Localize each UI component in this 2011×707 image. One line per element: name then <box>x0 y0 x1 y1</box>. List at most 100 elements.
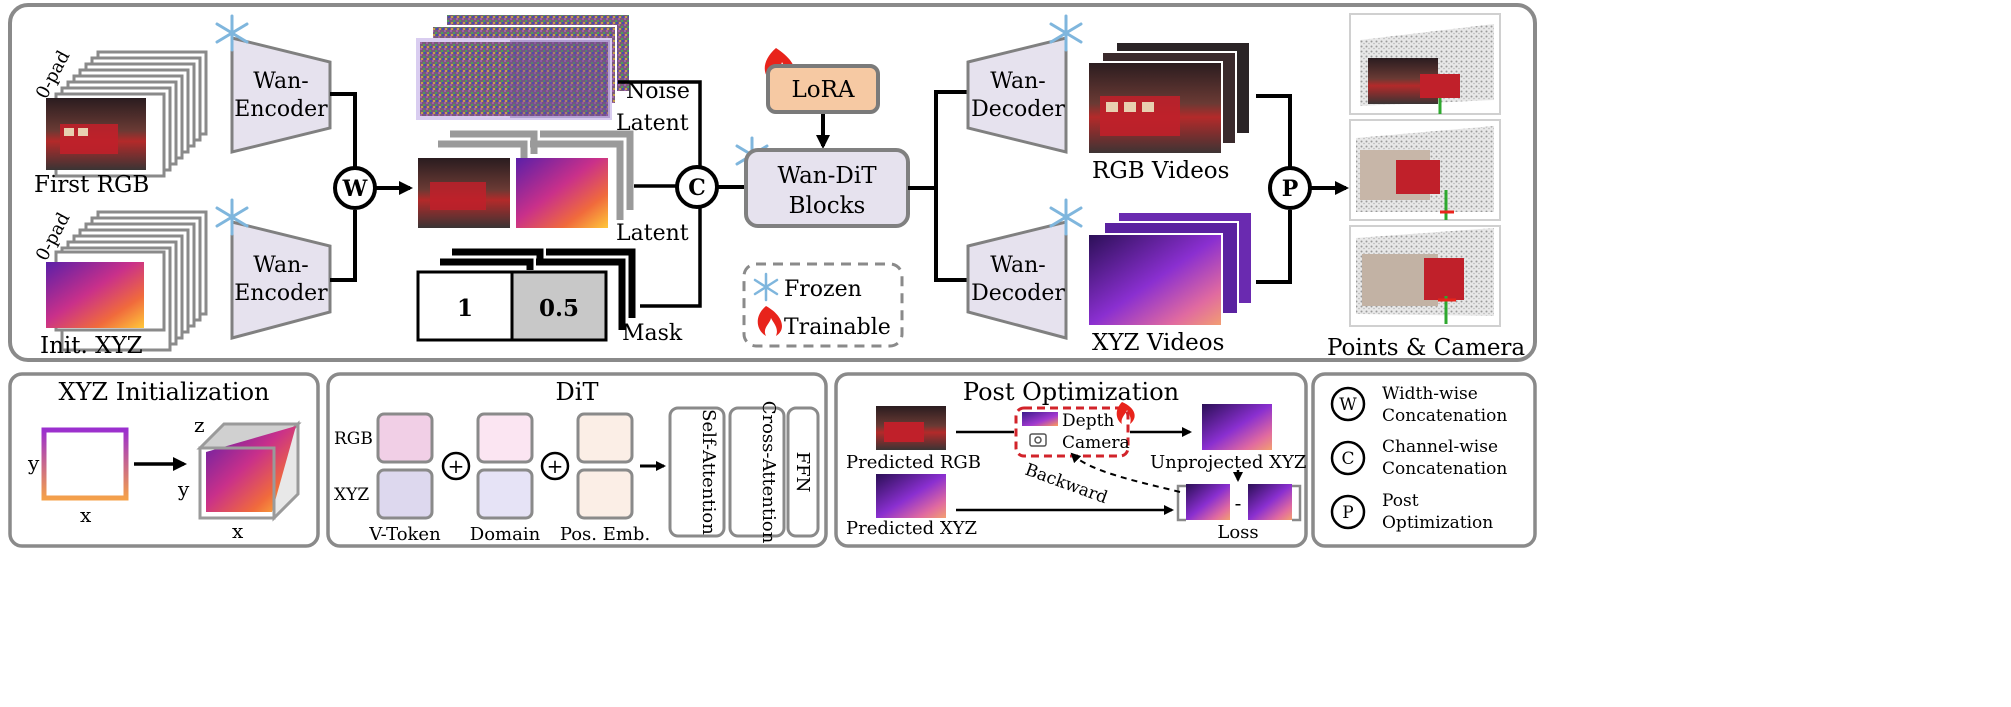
snowflake-icon <box>215 198 249 236</box>
connector-dit-dec-top <box>934 90 968 188</box>
post-opt-panel <box>834 372 1308 548</box>
v-token-label: V-Token <box>368 524 441 545</box>
legend-frozen: Frozen <box>784 277 862 302</box>
dit-blocks-line2: Blocks <box>789 193 866 219</box>
backward-arrow <box>1070 452 1181 493</box>
flame-icon <box>1116 402 1135 424</box>
decoder-top-line1: Wan- <box>990 69 1045 94</box>
init-xyz-stack <box>46 210 208 352</box>
op-c-circle <box>675 165 719 209</box>
legend-w-line2: Concatenation <box>1382 406 1507 426</box>
encoder-top-line2: Encoder <box>234 97 328 122</box>
self-attention-box <box>668 406 726 538</box>
op-p-label: P <box>1282 176 1299 202</box>
camera-icon <box>1029 433 1047 447</box>
connector-mask-c <box>640 208 702 308</box>
xyz-init-y-right: y <box>177 477 190 501</box>
legend-w-letter: W <box>1339 395 1357 415</box>
snowflake-icon <box>1049 198 1083 236</box>
points-camera-label: Points & Camera <box>1327 335 1525 361</box>
legend-trainable: Trainable <box>784 315 891 340</box>
legend-c-letter: C <box>1341 449 1354 469</box>
connector-enc-top-w <box>330 92 357 170</box>
legend-box <box>742 262 904 348</box>
points-camera-renders <box>1349 13 1501 327</box>
legend-c-circle <box>1330 440 1366 476</box>
xyz-init-x-right: x <box>232 519 244 543</box>
init-xyz-image <box>46 262 144 328</box>
predicted-rgb-label: Predicted RGB <box>846 452 981 473</box>
latent-xyz-image <box>516 158 608 228</box>
first-rgb-label: First RGB <box>34 172 149 198</box>
legend-p-line1: Post <box>1382 491 1419 511</box>
snowflake-icon <box>215 14 249 52</box>
ops-legend-panel <box>1311 372 1537 548</box>
legend-p-line2: Optimization <box>1382 513 1493 533</box>
mask-value-1: 1 <box>457 295 473 322</box>
cross-attention-box <box>728 406 786 538</box>
cross-attention-label: Cross-Attention <box>758 401 779 544</box>
domain-rgb <box>476 412 534 464</box>
plus-icon <box>540 451 570 481</box>
depth-label: Depth <box>1062 411 1114 431</box>
camera-label: Camera <box>1062 433 1130 453</box>
legend-c-line2: Concatenation <box>1382 459 1507 479</box>
top-panel <box>8 3 1537 362</box>
predicted-xyz-image <box>876 474 946 518</box>
legend-p-letter: P <box>1342 503 1353 523</box>
predicted-xyz-label: Predicted XYZ <box>846 518 977 539</box>
v-token-xyz <box>376 468 434 520</box>
xyz-init-y-left: y <box>27 451 40 475</box>
legend-c-line1: Channel-wise <box>1382 437 1498 457</box>
ffn-box <box>786 406 820 538</box>
plus-icon <box>441 451 471 481</box>
loss-pred-thumb <box>1186 484 1230 520</box>
pos-emb-xyz <box>576 468 634 520</box>
op-c-label: C <box>688 175 706 201</box>
init-xyz-label: Init. XYZ <box>40 333 143 359</box>
connector-rgb-p <box>1256 94 1292 168</box>
encoder-top-line1: Wan- <box>253 69 308 94</box>
depth-thumb <box>1022 412 1058 426</box>
svg-text:+: + <box>448 454 465 478</box>
loss-minus: - <box>1235 491 1242 515</box>
connector-xyz-p <box>1256 210 1292 284</box>
domain-xyz <box>476 468 534 520</box>
rgb-videos-label: RGB Videos <box>1092 158 1229 184</box>
connector-enc-bottom-w <box>330 210 357 282</box>
legend-p-circle <box>1330 494 1366 530</box>
xyz-init-z: z <box>194 413 205 437</box>
decoder-top-line2: Decoder <box>971 97 1065 122</box>
xyz-videos-label: XYZ Videos <box>1092 330 1224 356</box>
first-rgb-stack <box>46 50 208 178</box>
mask-value-05: 0.5 <box>539 295 579 322</box>
backward-label: Backward <box>1022 460 1110 508</box>
dit-rgb-label: RGB <box>334 429 373 449</box>
wan-encoder-bottom <box>230 220 332 340</box>
lora-box <box>766 64 880 114</box>
mask-stack <box>416 248 636 342</box>
dit-panel <box>326 372 828 548</box>
snowflake-icon <box>753 272 779 302</box>
legend-w-circle <box>1330 386 1366 422</box>
pos-emb-label: Pos. Emb. <box>560 524 650 545</box>
xyz-init-x-left: x <box>80 503 92 527</box>
rgb-videos-stack <box>1087 41 1251 155</box>
legend-w-line1: Width-wise <box>1382 384 1478 404</box>
op-w-circle <box>333 166 377 210</box>
post-opt-title: Post Optimization <box>963 378 1179 406</box>
wan-decoder-bottom <box>966 220 1068 340</box>
latent-stack <box>418 130 634 228</box>
mask-label: Mask <box>622 321 683 346</box>
snowflake-icon <box>1049 14 1083 52</box>
svg-text:+: + <box>547 454 564 478</box>
xyz-init-cube <box>196 420 302 522</box>
xyz-init-plane <box>41 427 129 501</box>
wan-decoder-top <box>966 36 1068 154</box>
encoder-bottom-line1: Wan- <box>253 253 308 278</box>
pos-emb-rgb <box>576 412 634 464</box>
v-token-rgb <box>376 412 434 464</box>
decoder-bottom-line1: Wan- <box>990 253 1045 278</box>
unprojected-xyz-label: Unprojected XYZ <box>1150 452 1306 473</box>
